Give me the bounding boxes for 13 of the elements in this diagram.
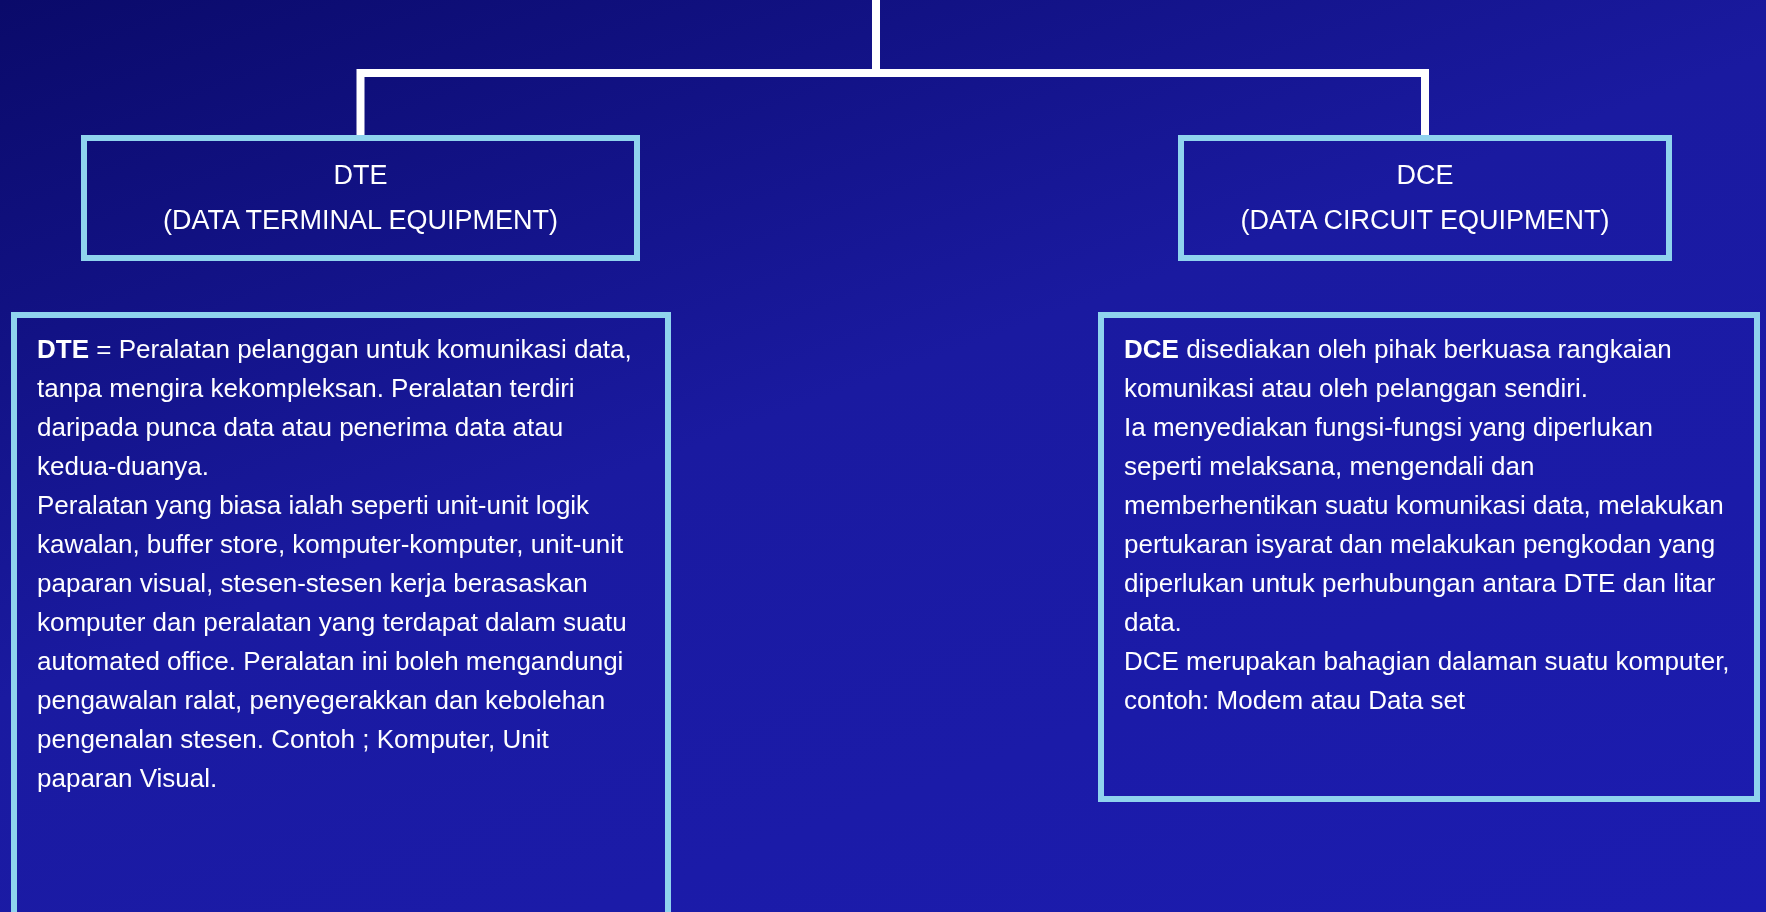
description-box bbox=[11, 312, 671, 912]
description-text: DCE disediakan oleh pihak berkuasa rangkaian komunikasi atau oleh pelanggan sendiri. bbox=[1124, 333, 1673, 405]
description-text: DTE = Peralatan pelanggan untuk komunikasi data, tanpa mengira kekompleksan. Peralatan terdiri daripada punca data atau penerima data atau kedua-duanya. bbox=[37, 333, 633, 483]
box-subtitle: (DATA TERMINAL EQUIPMENT) bbox=[162, 205, 558, 236]
title-box bbox=[81, 135, 640, 261]
box-title: DCE bbox=[1396, 160, 1454, 191]
box-title: DTE bbox=[333, 160, 388, 191]
title-box bbox=[1178, 135, 1672, 261]
description-text: Peralatan yang biasa ialah seperti unit-unit logik kawalan, buffer store, komputer-komputer, unit-unit paparan visual, stesen-stesen kerja berasaskan komputer dan peralatan yang terdapat dalam suatu automated office. Peralatan ini boleh mengandungi pengawalan ralat, penyegerakkan dan kebolehan pengenalan stesen. Contoh ; Komputer, Unit paparan Visual. bbox=[37, 489, 628, 795]
description-text: Ia menyediakan fungsi-fungsi yang diperlukan seperti melaksana, mengendali dan memberhentikan suatu komunikasi data, melakukan pertukaran isyarat dan melakukan pengkodan yang diperlukan untuk perhubungan antara DTE dan litar data. bbox=[1124, 411, 1725, 639]
description-box bbox=[1098, 312, 1760, 802]
box-subtitle: (DATA CIRCUIT EQUIPMENT) bbox=[1240, 205, 1610, 236]
description-text: DCE merupakan bahagian dalaman suatu komputer, contoh: Modem atau Data set bbox=[1124, 645, 1731, 717]
